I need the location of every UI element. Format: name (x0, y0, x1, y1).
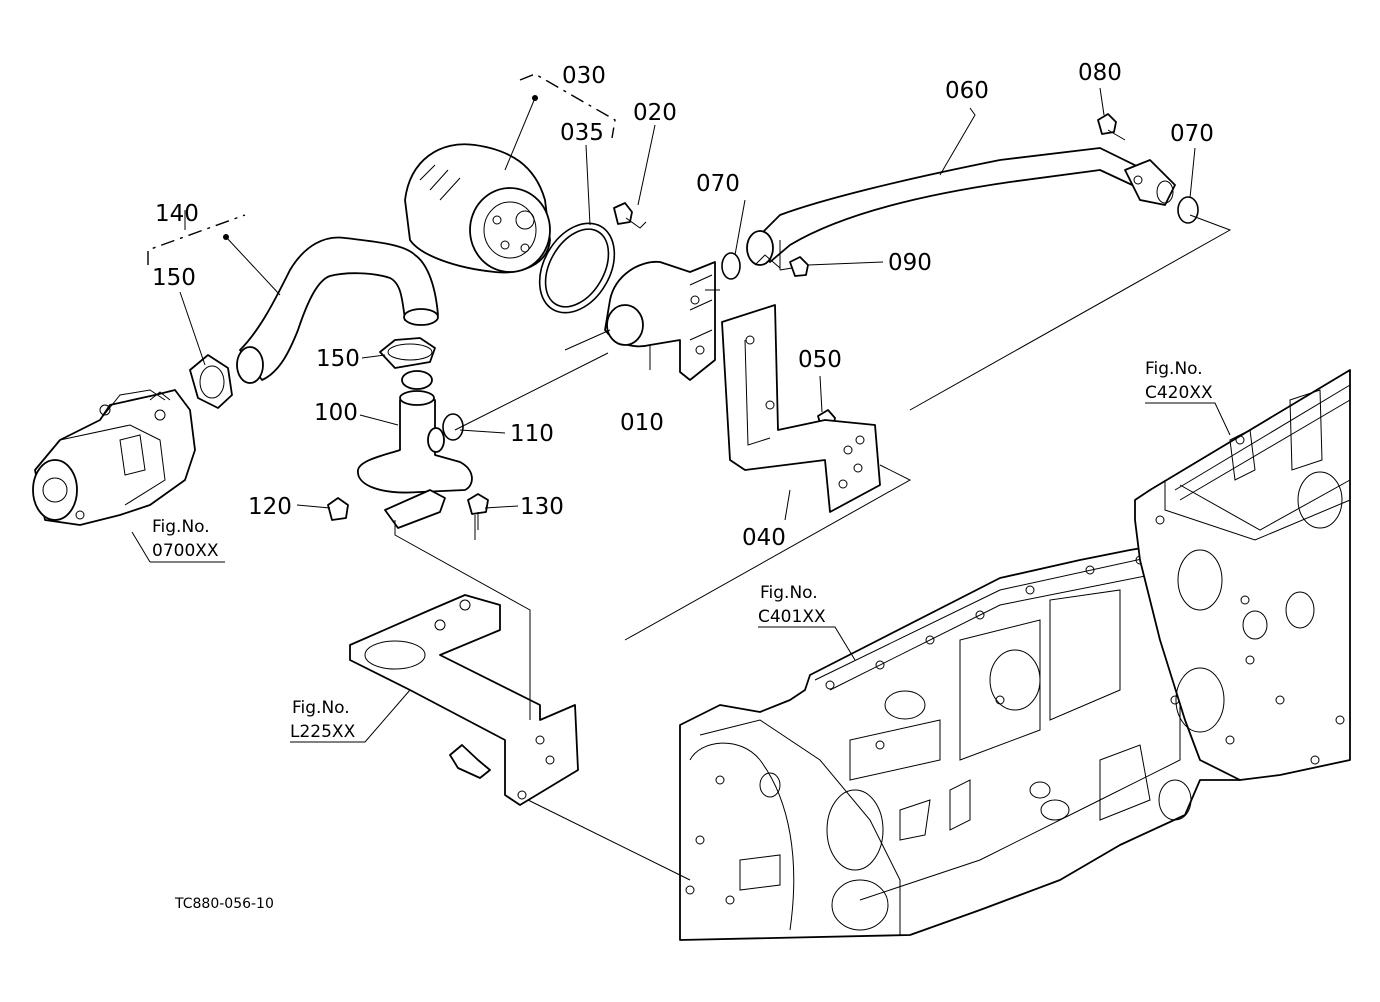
fig-l225-title: Fig.No. (292, 698, 350, 718)
fig-pump-code: 0700XX (152, 541, 219, 561)
label-150-center: 150 (316, 346, 360, 372)
group-bracket-030 (519, 73, 616, 139)
label-020: 020 (633, 100, 677, 126)
suction-pipe (357, 370, 473, 529)
fig-c420-title: Fig.No. (1145, 359, 1203, 379)
leader-030 (504, 97, 536, 171)
label-120: 120 (248, 494, 292, 520)
filter-head (604, 261, 716, 381)
rear-housing (1134, 369, 1351, 781)
fig-pump-title: Fig.No. (152, 517, 210, 537)
transmission-case (679, 544, 1261, 941)
label-060: 060 (945, 78, 989, 104)
label-070-right: 070 (1170, 121, 1214, 147)
label-040: 040 (742, 525, 786, 551)
filter-gasket-inner (544, 228, 610, 308)
o-ring-110 (442, 413, 464, 441)
o-ring-070a (721, 252, 741, 280)
label-150-left: 150 (152, 265, 196, 291)
label-100: 100 (314, 400, 358, 426)
mounting-bracket (721, 304, 881, 513)
oil-filter (404, 143, 551, 274)
label-140: 140 (155, 201, 199, 227)
o-ring-070b (1177, 196, 1199, 224)
label-080: 080 (1078, 60, 1122, 86)
fig-c420-code: C420XX (1145, 383, 1213, 403)
suction-hose (236, 236, 439, 384)
callout-leaders (131, 87, 1231, 743)
leader-140 (225, 236, 281, 296)
delivery-pipe (746, 147, 1176, 269)
label-050: 050 (798, 347, 842, 373)
fig-c401-title: Fig.No. (760, 583, 818, 603)
hydraulic-pump (32, 389, 196, 526)
label-070-left: 070 (696, 171, 740, 197)
filter-gasket (538, 222, 616, 314)
leader-lines (394, 214, 1232, 881)
label-090: 090 (888, 250, 932, 276)
group-bracket-140 (147, 214, 246, 265)
label-110: 110 (510, 421, 554, 447)
fig-c401-code: C401XX (758, 607, 826, 627)
label-035: 035 (560, 120, 604, 146)
bracket-l225 (349, 594, 579, 806)
drawing-code: TC880-056-10 (174, 896, 274, 912)
hose-clamps (189, 337, 436, 409)
fig-l225-code: L225XX (290, 722, 356, 742)
label-010: 010 (620, 410, 664, 436)
label-030: 030 (562, 63, 606, 89)
label-130: 130 (520, 494, 564, 520)
